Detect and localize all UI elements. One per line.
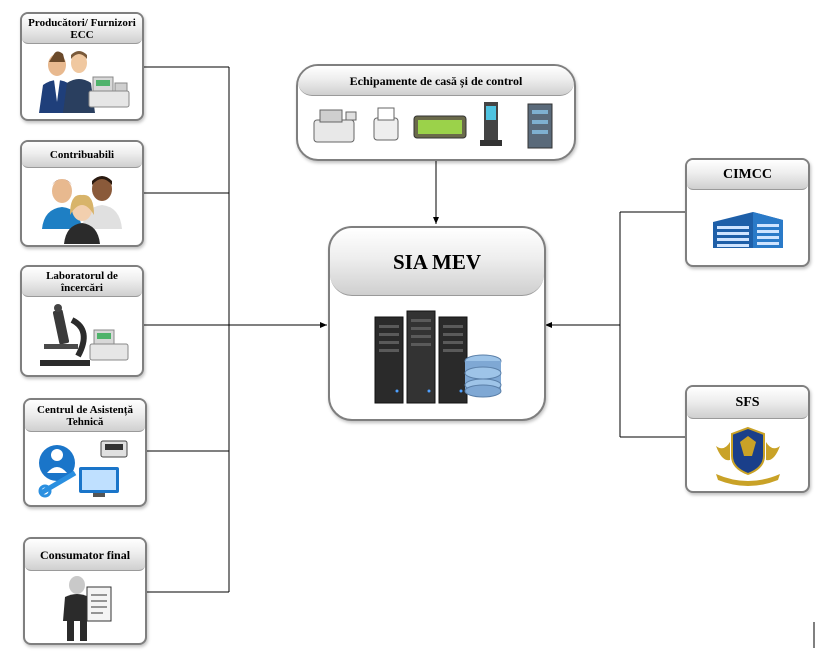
cimcc-title: CIMCC [687, 160, 808, 190]
cash-equipment-icon [298, 96, 574, 159]
cimcc-box[interactable]: CIMCC [685, 158, 810, 267]
producers-title: Producători/ Furnizori ECC [22, 14, 142, 44]
business-people-with-cash-register-icon [22, 44, 142, 119]
sfs-box[interactable]: SFS [685, 385, 810, 493]
microscope-with-cash-register-icon [22, 297, 142, 375]
tech-center-title: Centrul de Asistență Tehnică [25, 400, 145, 432]
consumer-box[interactable]: Consumator final [23, 537, 147, 645]
people-group-icon [22, 168, 142, 245]
equipment-box[interactable]: Echipamente de casă și de control [296, 64, 576, 161]
sfs-title: SFS [687, 387, 808, 419]
technical-support-icon [25, 432, 145, 505]
laboratory-box[interactable]: Laboratorul de încercări [20, 265, 144, 377]
servers-database-icon [330, 296, 544, 419]
producers-box[interactable]: Producători/ Furnizori ECC [20, 12, 144, 121]
laboratory-title: Laboratorul de încercări [22, 267, 142, 297]
tech-center-box[interactable]: Centrul de Asistență Tehnică [23, 398, 147, 507]
taxpayers-title: Contribuabili [22, 142, 142, 168]
sfs-emblem-icon [687, 419, 808, 491]
consumer-title: Consumator final [25, 539, 145, 571]
taxpayers-box[interactable]: Contribuabili [20, 140, 144, 247]
person-with-receipt-icon [25, 571, 145, 643]
sia-mev-title: SIA MEV [330, 228, 544, 296]
building-icon [687, 190, 808, 265]
sia-mev-box[interactable]: SIA MEV [328, 226, 546, 421]
equipment-title: Echipamente de casă și de control [298, 66, 574, 96]
